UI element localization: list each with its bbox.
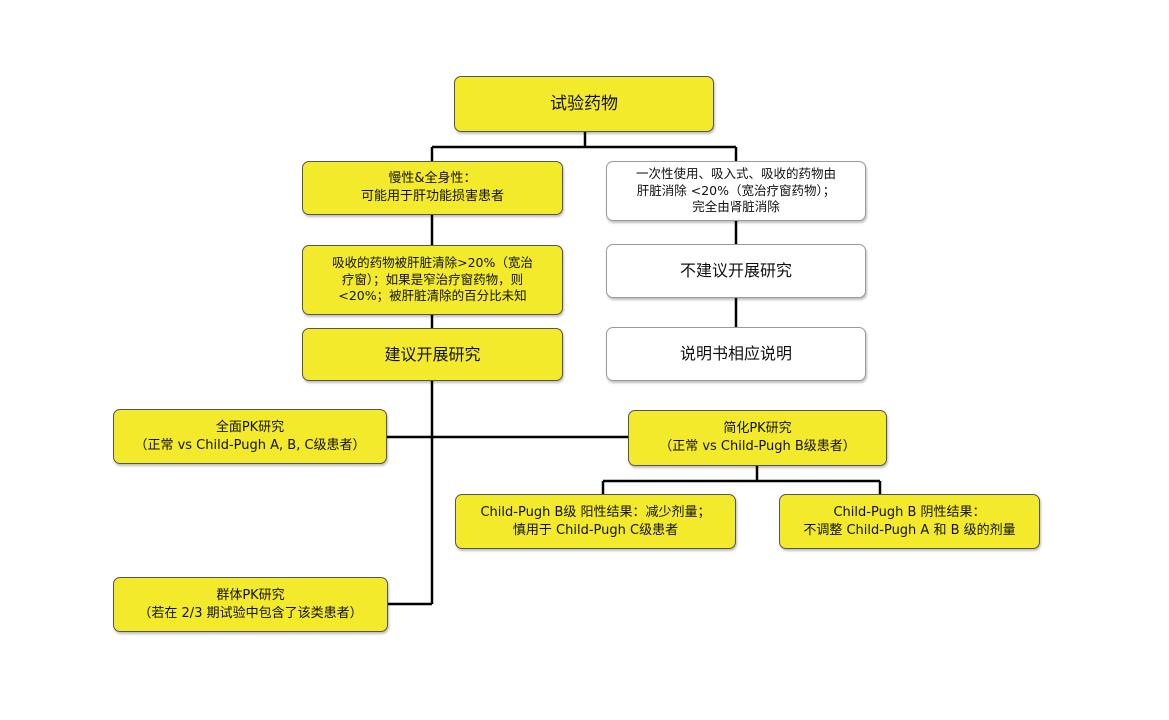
node-test-drug-text: 试验药物	[550, 93, 618, 114]
node-absorbed-line2: 疗窗）；如果是窄治疗窗药物，则	[341, 271, 524, 287]
node-single-use-line1: 一次性使用、吸入式、吸收的药物由	[635, 165, 836, 181]
node-chronic-line1: 慢性&全身性：	[388, 171, 477, 187]
node-test-drug: 试验药物	[454, 76, 714, 132]
node-positive-line2: 慎用于 Child-Pugh C级患者	[512, 522, 679, 538]
node-recommend-study-text: 建议开展研究	[384, 344, 481, 364]
node-full-pk-line2: （正常 vs Child-Pugh A, B, C级患者）	[134, 437, 366, 453]
node-negative-line2: 不调整 Child-Pugh A 和 B 级的剂量	[803, 522, 1016, 538]
node-absorbed-line3: <20%；被肝脏清除的百分比未知	[338, 288, 527, 304]
node-absorbed-clearance: 吸收的药物被肝脏清除>20%（宽治 疗窗）；如果是窄治疗窗药物，则 <20%；被…	[302, 245, 563, 315]
node-label-note: 说明书相应说明	[606, 327, 866, 381]
node-not-recommended: 不建议开展研究	[606, 244, 866, 298]
node-label-note-text: 说明书相应说明	[679, 344, 792, 364]
node-simplified-pk-line2: （正常 vs Child-Pugh B级患者）	[659, 439, 856, 454]
node-positive-line1: Child-Pugh B级 阳性结果：减少剂量；	[480, 504, 711, 520]
node-simplified-pk-study: 简化PK研究 （正常 vs Child-Pugh B级患者）	[628, 410, 887, 466]
node-full-pk-study: 全面PK研究 （正常 vs Child-Pugh A, B, C级患者）	[113, 409, 387, 464]
node-negative-line1: Child-Pugh B 阴性结果：	[833, 504, 986, 520]
node-chronic-line2: 可能用于肝功能损害患者	[360, 189, 504, 204]
node-recommend-study: 建议开展研究	[302, 328, 563, 381]
node-chronic-systemic: 慢性&全身性： 可能用于肝功能损害患者	[302, 161, 563, 215]
node-population-pk-study: 群体PK研究 （若在 2/3 期试验中包含了该类患者）	[113, 577, 388, 632]
node-positive-result: Child-Pugh B级 阳性结果：减少剂量； 慎用于 Child-Pugh …	[455, 494, 736, 549]
node-population-pk-line2: （若在 2/3 期试验中包含了该类患者）	[138, 605, 363, 621]
node-single-use-line2: 肝脏消除 <20%（宽治疗窗药物）；	[636, 182, 836, 198]
node-absorbed-line1: 吸收的药物被肝脏清除>20%（宽治	[332, 254, 533, 270]
node-negative-result: Child-Pugh B 阴性结果： 不调整 Child-Pugh A 和 B …	[779, 494, 1040, 549]
node-population-pk-line1: 群体PK研究	[216, 587, 285, 603]
node-single-use: 一次性使用、吸入式、吸收的药物由 肝脏消除 <20%（宽治疗窗药物）； 完全由肾…	[606, 161, 866, 221]
node-single-use-line3: 完全由肾脏消除	[692, 199, 780, 215]
node-simplified-pk-line1: 简化PK研究	[723, 421, 792, 437]
node-not-recommended-text: 不建议开展研究	[679, 261, 792, 281]
node-full-pk-line1: 全面PK研究	[215, 419, 285, 435]
